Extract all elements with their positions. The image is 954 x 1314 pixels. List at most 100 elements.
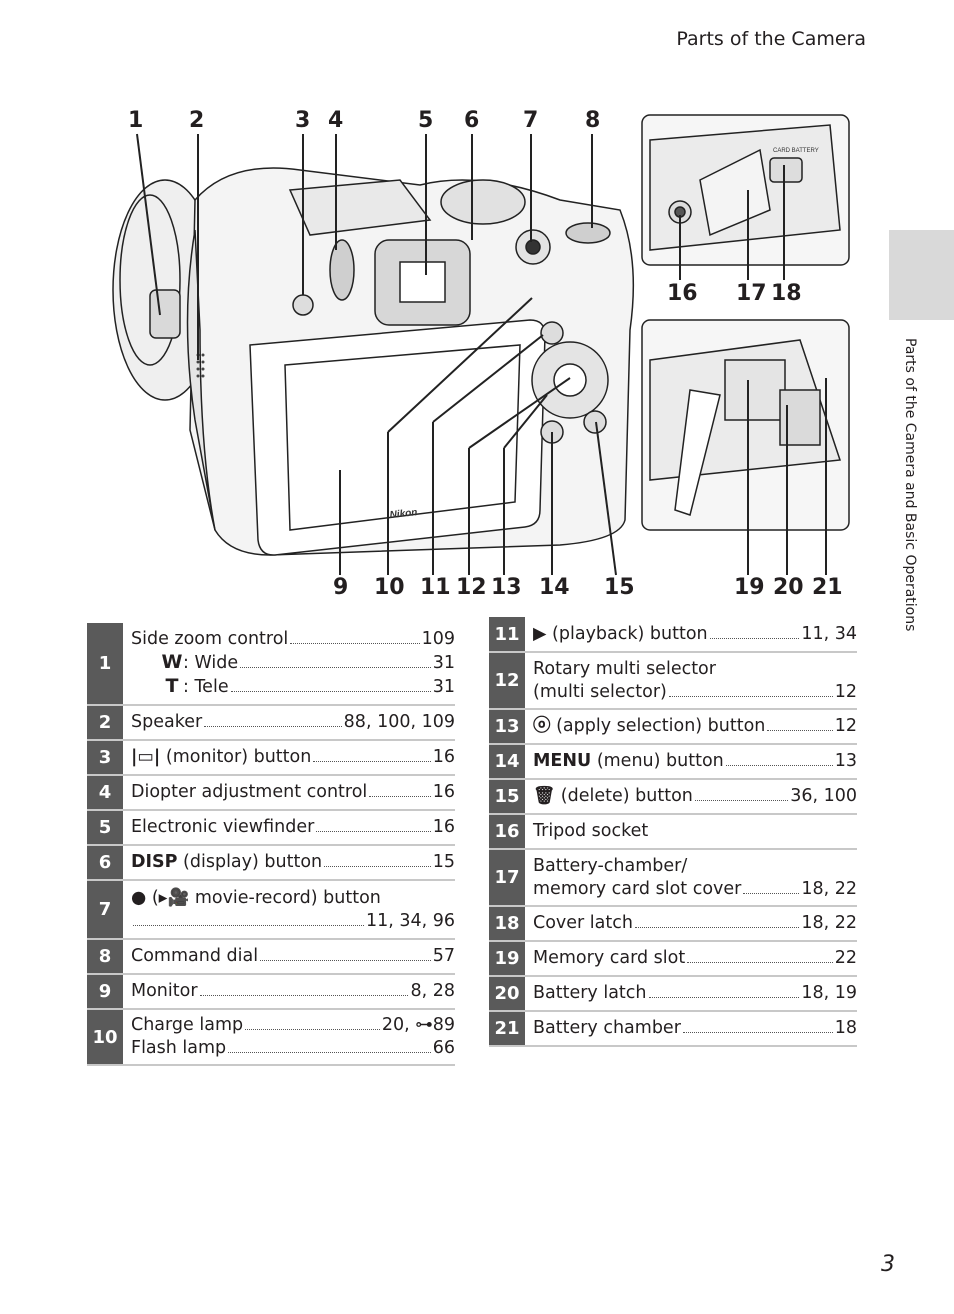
battery-label-text: CARD BATTERY [773, 148, 819, 154]
callout-1: 1 [128, 108, 144, 133]
callout-2: 2 [189, 108, 205, 133]
row-number: 8 [87, 939, 123, 974]
row-number: 4 [87, 775, 123, 810]
row-label-2: (multi selector) [533, 681, 667, 702]
callout-5: 5 [418, 108, 434, 133]
row-page: 20, ⊶89 [381, 1015, 455, 1035]
row-page: 18, 19 [801, 983, 857, 1003]
camera-illustration: Nikon CARD BATTERY [112, 114, 850, 576]
row-number: 12 [489, 652, 525, 709]
row-page: 12 [834, 681, 857, 702]
row-page: 88, 100, 109 [343, 712, 455, 732]
tele-label: Tele [194, 677, 229, 697]
disp-icon: DISP [131, 852, 178, 872]
menu-icon: MENU [533, 751, 592, 771]
row-label-2: memory card slot cover [533, 878, 742, 899]
ok-icon: ⓞ [533, 716, 551, 736]
row-page: 18, 22 [801, 878, 857, 899]
callout-9: 9 [333, 575, 349, 600]
row-number: 21 [489, 1011, 525, 1046]
row-label: Memory card slot [533, 948, 686, 968]
row-label: (▸🎥 movie-record) button [151, 887, 381, 908]
callout-15: 15 [604, 575, 635, 600]
row-label: (playback) button [552, 623, 708, 644]
row-label: Battery chamber [533, 1018, 681, 1038]
callout-18: 18 [771, 281, 802, 306]
row-label: (apply selection) button [556, 716, 766, 736]
row-number: 13 [489, 709, 525, 744]
row-page: 11, 34 [801, 623, 857, 644]
row-page: 12 [834, 716, 857, 736]
row-page: 11, 34, 96 [365, 910, 455, 931]
row-number: 16 [489, 814, 525, 849]
row-page: 13 [834, 751, 857, 771]
row-page: 15 [432, 852, 455, 872]
row-number: 3 [87, 740, 123, 775]
callout-4: 4 [328, 108, 344, 133]
table-row: 6 DISP (display) button 15 [87, 845, 455, 880]
row-number: 5 [87, 810, 123, 845]
row-page: 109 [421, 629, 455, 649]
table-row: 13 ⓞ (apply selection) button 12 [489, 709, 857, 744]
monitor-icon: |▭| [131, 747, 161, 767]
wide-label: Wide [194, 653, 239, 673]
table-row: 17 Battery-chamber/ memory card slot cov… [489, 849, 857, 906]
row-number: 18 [489, 906, 525, 941]
callout-14: 14 [539, 575, 570, 600]
trash-icon: 🗑 [533, 786, 556, 806]
table-row: 16 Tripod socket [489, 814, 857, 849]
row-page: 18 [834, 1018, 857, 1038]
callout-13: 13 [491, 575, 522, 600]
tele-page: 31 [432, 677, 455, 697]
row-number: 17 [489, 849, 525, 906]
table-row: 11 ▶ (playback) button 11, 34 [489, 617, 857, 652]
row-label: (delete) button [560, 786, 693, 806]
row-number: 7 [87, 880, 123, 939]
row-label: Command dial [131, 946, 259, 966]
wide-key: W [161, 651, 183, 673]
callout-10: 10 [374, 575, 405, 600]
row-label: Rotary multi selector [533, 658, 716, 679]
row-number: 9 [87, 974, 123, 1009]
camera-brand-text: Nikon [389, 507, 418, 521]
wide-page: 31 [432, 653, 455, 673]
page-number: 3 [881, 1252, 895, 1277]
row-number: 1 [87, 623, 123, 705]
row-label: Speaker [131, 712, 203, 732]
row-label: Monitor [131, 981, 198, 1001]
row-label: Tripod socket [533, 821, 649, 841]
row-page: 16 [432, 782, 455, 802]
row-number: 11 [489, 617, 525, 652]
table-row: 21 Battery chamber 18 [489, 1011, 857, 1046]
row-number: 6 [87, 845, 123, 880]
row-label: Side zoom control [131, 629, 289, 649]
row-label: (display) button [183, 852, 323, 872]
table-row: 12 Rotary multi selector (multi selector… [489, 652, 857, 709]
record-dot-icon: ● [131, 887, 147, 908]
row-label: Electronic viewfinder [131, 817, 315, 837]
callout-11: 11 [420, 575, 451, 600]
callout-17: 17 [736, 281, 767, 306]
row-page: 57 [432, 946, 455, 966]
row-label: Battery-chamber/ [533, 855, 688, 876]
playback-icon: ▶ [533, 623, 547, 644]
table-row: 8 Command dial 57 [87, 939, 455, 974]
table-row: 5 Electronic viewfinder 16 [87, 810, 455, 845]
callout-20: 20 [773, 575, 804, 600]
row-page: 18, 22 [801, 913, 857, 933]
row-page: 16 [432, 747, 455, 767]
row-label: Battery latch [533, 983, 647, 1003]
row-page: 36, 100 [790, 786, 857, 806]
callout-21: 21 [812, 575, 843, 600]
row-page: 16 [432, 817, 455, 837]
